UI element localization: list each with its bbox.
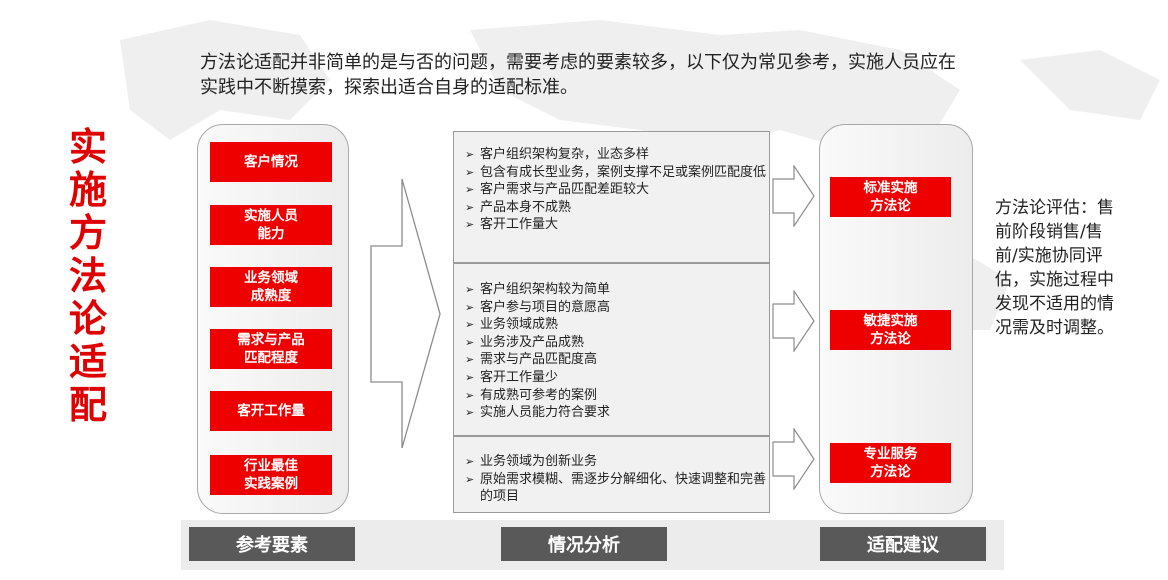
label-reference-factors: 参考要素 xyxy=(189,527,355,561)
list-item: 客户参与项目的意愿高 xyxy=(454,299,769,317)
list-item: 客户需求与产品匹配差距较大 xyxy=(454,181,769,199)
situation-box-standard: 客户组织架构复杂，业态多样 包含有成长型业务，案例支撑不足或案例匹配度低 客户需… xyxy=(453,131,770,263)
right-arrow-icon xyxy=(772,290,815,352)
list-item: 客开工作量少 xyxy=(454,369,769,387)
list-item: 产品本身不成熟 xyxy=(454,199,769,217)
vertical-title-char: 施 xyxy=(68,168,107,212)
factor-requirement-match: 需求与产品 匹配程度 xyxy=(210,329,332,369)
factors-panel xyxy=(197,124,349,514)
vertical-title-char: 实 xyxy=(68,125,107,169)
list-item: 客户组织架构较为简单 xyxy=(454,281,769,299)
recommendation-standard: 标准实施 方法论 xyxy=(830,177,951,217)
list-item: 客开工作量大 xyxy=(454,216,769,234)
list-item: 有成熟可参考的案例 xyxy=(454,387,769,405)
vertical-title: 实 施 方 法 论 适 配 xyxy=(64,126,112,427)
recommendation-professional: 专业服务 方法论 xyxy=(830,443,951,483)
vertical-title-char: 论 xyxy=(68,297,107,341)
list-item: 客户组织架构复杂，业态多样 xyxy=(454,146,769,164)
large-right-arrow-icon xyxy=(370,178,441,449)
right-arrow-icon xyxy=(772,428,815,490)
list-item: 业务领域成熟 xyxy=(454,316,769,334)
recommendation-agile: 敏捷实施 方法论 xyxy=(830,310,951,350)
factor-customer: 客户情况 xyxy=(210,142,332,182)
list-item: 包含有成长型业务，案例支撑不足或案例匹配度低 xyxy=(454,164,769,182)
situation-box-agile: 客户组织架构较为简单 客户参与项目的意愿高 业务领域成熟 业务涉及产品成熟 需求… xyxy=(453,263,770,436)
factor-best-practice: 行业最佳 实践案例 xyxy=(210,455,332,495)
evaluation-note: 方法论评估：售前阶段销售/售前/实施协同评估，实施过程中发现不适用的情况需及时调… xyxy=(995,198,1114,338)
list-item: 业务领域为创新业务 xyxy=(454,453,769,471)
factor-staff-ability: 实施人员 能力 xyxy=(210,205,332,245)
vertical-title-char: 适 xyxy=(68,340,107,384)
list-item: 业务涉及产品成熟 xyxy=(454,334,769,352)
situation-box-professional: 业务领域为创新业务 原始需求模糊、需逐步分解细化、快速调整和完善的项目 xyxy=(453,436,770,513)
label-adaptation-advice: 适配建议 xyxy=(820,527,986,561)
vertical-title-char: 方 xyxy=(68,211,107,255)
factor-domain-maturity: 业务领域 成熟度 xyxy=(210,267,332,307)
vertical-title-char: 法 xyxy=(68,254,107,298)
list-item: 实施人员能力符合要求 xyxy=(454,404,769,422)
label-situation-analysis: 情况分析 xyxy=(501,527,667,561)
factor-custom-dev: 客开工作量 xyxy=(210,391,332,431)
list-item: 原始需求模糊、需逐步分解细化、快速调整和完善的项目 xyxy=(454,471,769,506)
right-arrow-icon xyxy=(772,165,815,227)
list-item: 需求与产品匹配度高 xyxy=(454,351,769,369)
vertical-title-char: 配 xyxy=(68,383,107,427)
intro-paragraph: 方法论适配并非简单的是与否的问题，需要考虑的要素较多，以下仅为常见参考，实施人员… xyxy=(200,52,956,98)
